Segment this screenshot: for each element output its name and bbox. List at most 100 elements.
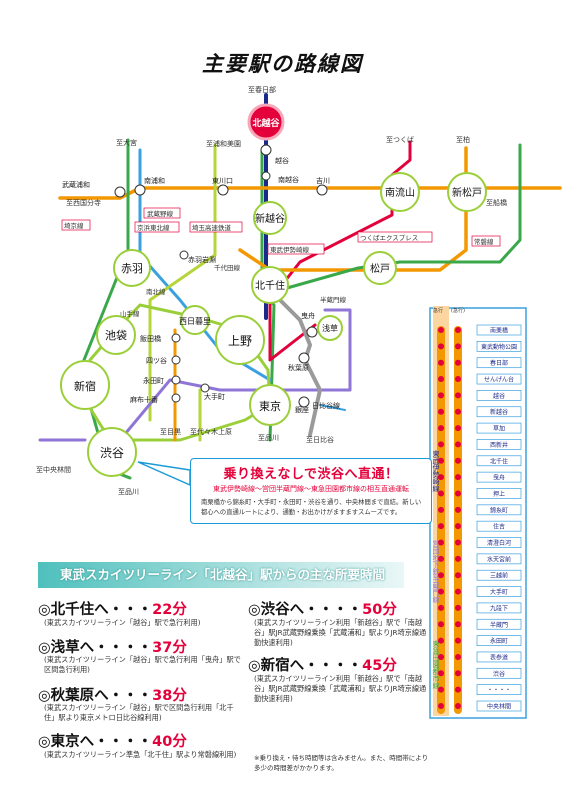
- time-minutes: 37分: [152, 640, 187, 656]
- time-dest: ◎秋葉原へ・・・: [38, 688, 153, 704]
- hibiya-line: [268, 288, 322, 437]
- hanzomon-line: [98, 308, 352, 447]
- station-otemachi: 大手町: [204, 392, 225, 401]
- route-stop-box: [476, 373, 522, 385]
- route-stop-dot: [455, 376, 461, 383]
- route-mid-label: 営団地下鉄半蔵門線: [432, 539, 440, 603]
- station-minamikoshigaya: 南越谷: [278, 175, 299, 184]
- route-stop-name: 表参道: [490, 653, 508, 661]
- label-saitamakosoku: 埼玉高速鉄道: [192, 223, 232, 232]
- route-stop-dot: [438, 359, 444, 366]
- banner-text: 東武スカイツリーライン「北越谷」駅からの主な所要時間: [60, 567, 386, 582]
- time-dest: ◎北千住へ・・・: [38, 602, 153, 618]
- route-stop-box: [476, 504, 522, 516]
- route-stop-dot: [455, 703, 461, 709]
- station-akabaneiwabuchi: 赤羽岩淵: [188, 255, 216, 264]
- route-stop-name: 住吉: [493, 523, 505, 531]
- station-minamiurawa: 南浦和: [144, 176, 165, 185]
- route-stop-box: [476, 635, 522, 646]
- route-stop-dot: [438, 490, 444, 497]
- route-stop-box: [476, 537, 522, 548]
- station-tokyo: 東京: [259, 399, 281, 413]
- time-dest: ◎新宿へ・・・・: [248, 658, 363, 674]
- station-akabane: 赤羽: [121, 262, 143, 275]
- route-strip: 急行 (急行) 東武伊勢崎線 営団地下鉄半蔵門線 東急田園都市線 南栗橋東武動物…: [429, 306, 527, 719]
- route-stop-name: 清澄白河: [487, 539, 511, 547]
- route-stop-name: 渋谷: [493, 670, 505, 678]
- time-minutes: 38分: [152, 688, 187, 704]
- label-chiyoda: 千代田線: [214, 263, 241, 272]
- route-stop-name: 北千住: [490, 457, 508, 465]
- route-stop-dot: [438, 343, 444, 350]
- callout-headline: 乗り換えなしで渋谷へ直通！: [223, 467, 399, 482]
- dir-meguro: 至目黒: [160, 428, 181, 436]
- station-matsudo: 松戸: [370, 262, 390, 275]
- route-stop-name: 春日部: [490, 359, 508, 367]
- route-stop-dot: [455, 572, 461, 579]
- route-stop-name: 中央林間: [487, 703, 511, 711]
- time-dest: ◎東京へ・・・・: [38, 734, 153, 750]
- label-keihintohoku: 京浜東北線: [137, 223, 170, 232]
- route-stop-name: 半蔵門: [490, 621, 508, 629]
- station-shinjuku: 新宿: [74, 379, 96, 393]
- dir-urawamisono: 至浦和美園: [206, 139, 241, 148]
- station-ikebukuro: 池袋: [105, 328, 127, 342]
- route-stop-name: 越谷: [493, 392, 505, 400]
- route-stop-box: [476, 390, 522, 401]
- time-minutes: 40分: [152, 734, 187, 750]
- station-asakusa: 浅草: [322, 323, 338, 333]
- route-stop-box: [476, 586, 522, 597]
- route-left-header: 東武伊勢崎線: [432, 449, 440, 492]
- route-stop-box: [476, 406, 522, 418]
- route-stop-box: [476, 667, 522, 679]
- route-stop-dot: [438, 523, 444, 530]
- route-stop-dot: [455, 686, 461, 693]
- route-stop-dot: [455, 457, 461, 464]
- station-nishinippori: 西日暮里: [179, 316, 211, 326]
- label-joban: 常磐線: [474, 237, 494, 246]
- station-shibuya: 渋谷: [100, 446, 124, 460]
- route-stop-dot: [455, 670, 461, 677]
- route-stop-dot: [455, 637, 461, 644]
- route-stop-dot: [438, 457, 444, 464]
- route-stop-box: [476, 520, 522, 532]
- time-shinjuku: ◎新宿へ・・・・45分: [248, 654, 397, 675]
- callout-subline: 東武伊勢崎線〜営団半蔵門線〜東急田園都市線の相互直通運転: [213, 485, 409, 493]
- route-stop-dot: [438, 327, 444, 333]
- time-note: (東武スカイツリーライン「越谷」駅で区間急行利用「北千住」駅より東京メトロ日比谷…: [44, 703, 234, 722]
- route-stop-name: 南栗橋: [490, 327, 508, 335]
- route-stop-dot: [438, 621, 444, 628]
- dir-chuorinkan: 至中央林間: [36, 465, 71, 474]
- route-stop-box: [476, 618, 522, 630]
- dir-hibiya: 至日比谷: [306, 435, 334, 444]
- route-stop-dot: [455, 490, 461, 497]
- route-stop-name: せんげん台: [484, 376, 514, 384]
- station-higashikawaguchi: 東川口: [212, 176, 233, 185]
- dir-yoyogiuehara: 至代々木上原: [190, 427, 232, 436]
- time-dest: ◎浅草へ・・・・: [38, 640, 153, 656]
- station-nagatacho: 永田町: [143, 376, 164, 385]
- label-musashino: 武蔵野線: [147, 209, 174, 218]
- label-tobuisesaki: 東武伊勢崎線: [270, 245, 310, 254]
- route-stop-dot: [455, 392, 461, 399]
- label-tsukubaexpress: つくばエクスプレス: [360, 233, 418, 242]
- time-dest: ◎渋谷へ・・・・: [248, 602, 363, 618]
- station-hibiyasen: 日比谷線: [312, 401, 340, 410]
- station-musashiurawa: 武蔵浦和: [62, 180, 90, 189]
- callout-arrow: [137, 461, 191, 487]
- dir-shinagawa1: 至品川: [258, 434, 279, 442]
- route-stop-name: 三越前: [490, 572, 508, 580]
- route-stop-box: [476, 488, 522, 499]
- route-stop-dot: [455, 555, 461, 562]
- route-stop-dot: [438, 686, 444, 693]
- time-kitasenju: ◎北千住へ・・・22分: [38, 598, 187, 619]
- time-minutes: 22分: [152, 602, 187, 618]
- route-stop-dot: [438, 588, 444, 595]
- label-saikyo: 埼京線: [64, 221, 84, 230]
- route-stop-dot: [438, 637, 444, 644]
- route-stop-dot: [455, 441, 461, 448]
- dir-omiya: 至大宮: [116, 138, 137, 147]
- route-stop-box: [476, 357, 522, 369]
- station-iidabashi: 飯田橋: [140, 334, 161, 343]
- route-stop-dot: [455, 474, 461, 481]
